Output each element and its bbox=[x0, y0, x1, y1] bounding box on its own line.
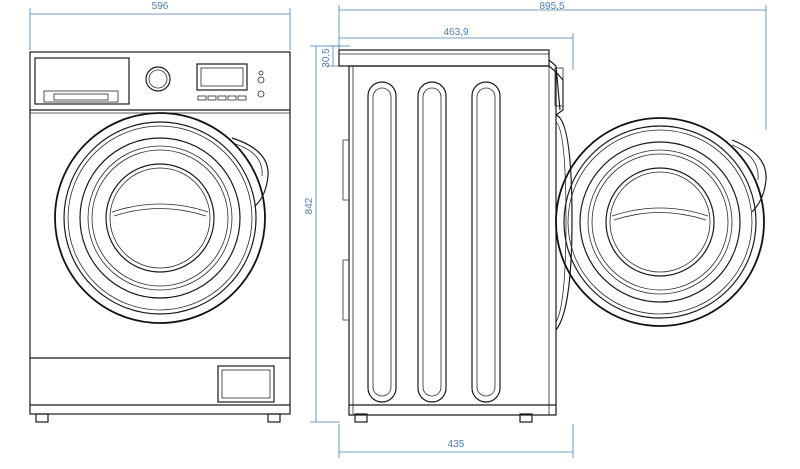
drawer-handle bbox=[43, 90, 119, 103]
dim-total-depth: 895,5 bbox=[539, 1, 564, 12]
front-cabinet bbox=[29, 51, 291, 415]
dim-base-depth: 435 bbox=[448, 439, 465, 450]
side-ribs bbox=[367, 81, 501, 403]
foot-left bbox=[35, 413, 49, 423]
front-door bbox=[54, 112, 266, 324]
side-view bbox=[338, 49, 573, 423]
dim-top-offset: 30,5 bbox=[321, 48, 332, 68]
open-door-hinge bbox=[731, 139, 767, 213]
dim-side-depth: 463,9 bbox=[443, 27, 468, 38]
side-foot-front bbox=[519, 413, 533, 423]
door-hinge bbox=[231, 137, 269, 207]
side-door-profile bbox=[555, 114, 573, 331]
side-foot-back bbox=[354, 413, 368, 423]
indicator-light bbox=[258, 70, 264, 76]
side-top-lid bbox=[338, 49, 550, 67]
side-control-knob bbox=[554, 67, 564, 107]
side-cabinet bbox=[348, 65, 557, 416]
service-hatch bbox=[217, 365, 275, 403]
control-buttons bbox=[197, 95, 247, 101]
open-door bbox=[555, 117, 767, 327]
foot-right bbox=[267, 413, 281, 423]
power-button bbox=[257, 76, 265, 84]
dim-height: 842 bbox=[304, 197, 315, 214]
front-view bbox=[29, 51, 291, 423]
dimension-lines bbox=[29, 5, 767, 458]
program-dial bbox=[145, 66, 171, 92]
detergent-drawer bbox=[34, 57, 130, 105]
dim-front-width: 596 bbox=[152, 1, 169, 12]
display-panel bbox=[196, 63, 248, 91]
start-button bbox=[257, 90, 265, 98]
